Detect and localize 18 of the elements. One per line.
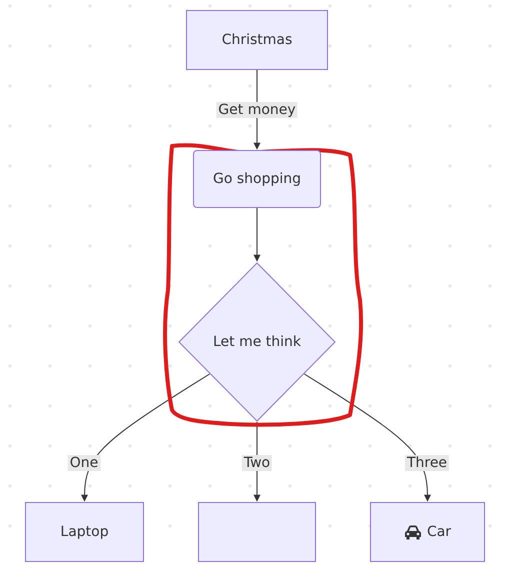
edge-label: One (68, 455, 100, 471)
arrow (304, 374, 431, 502)
node-label: Go shopping (212, 171, 302, 187)
empty-box (198, 502, 316, 562)
process-box (25, 502, 144, 562)
edge-label: Get money (216, 102, 298, 118)
node-label: Car (426, 524, 452, 540)
node-label: Christmas (222, 32, 292, 48)
arrow (254, 208, 260, 262)
decision-diamond (178, 262, 336, 422)
edge-label: Three (404, 455, 450, 471)
process-box (186, 10, 328, 70)
arrow (81, 374, 210, 502)
node-label: Let me think (212, 334, 302, 350)
process-box (370, 502, 485, 562)
node-label: Laptop (60, 524, 109, 540)
process-box (193, 150, 321, 208)
edge-label: Two (242, 455, 272, 471)
